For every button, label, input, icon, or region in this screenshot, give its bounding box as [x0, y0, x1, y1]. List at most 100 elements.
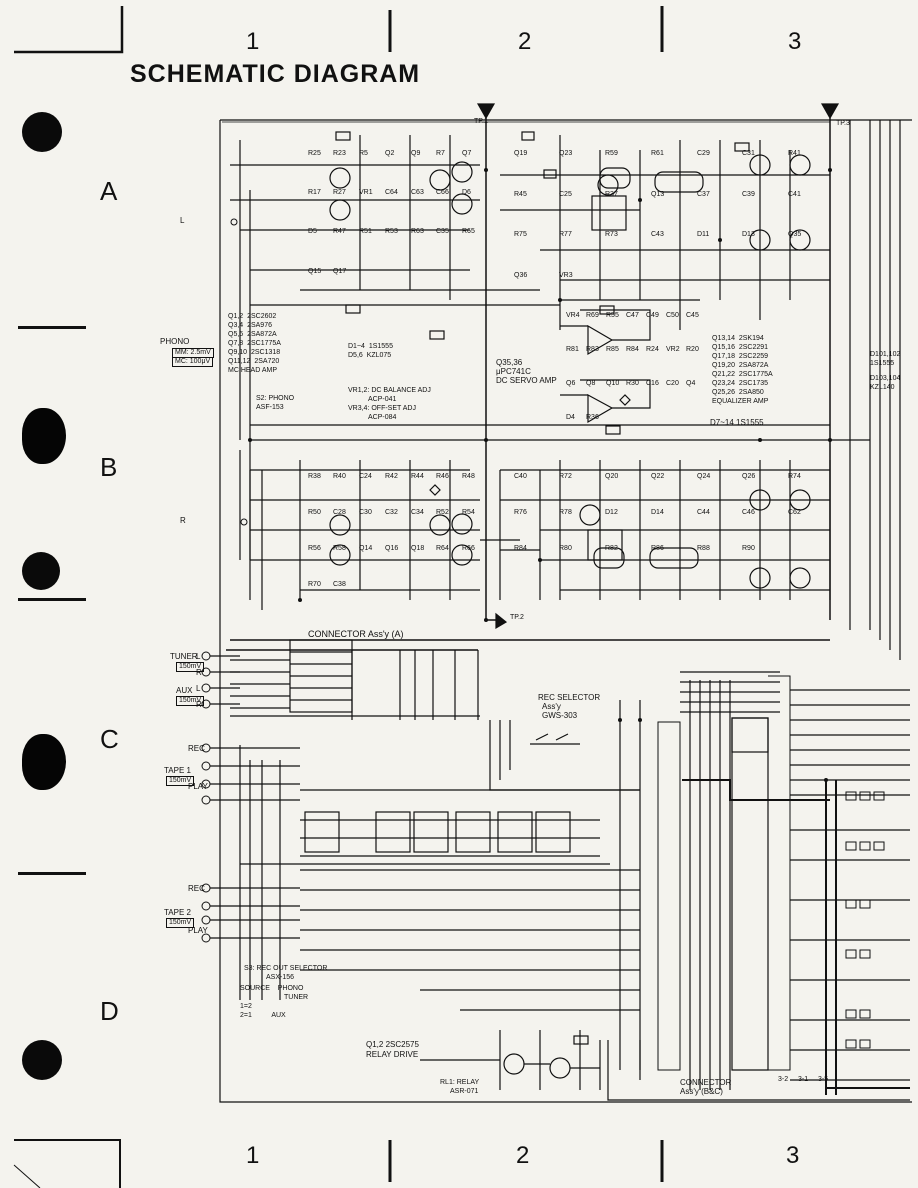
- component-ref-label: R88: [697, 545, 710, 552]
- relay-label: RL1: RELAY ASR-071: [440, 1079, 480, 1095]
- aux-level: 150mV: [176, 696, 205, 706]
- component-ref-label: Q35: [788, 231, 802, 238]
- component-ref-label: Q2: [385, 150, 395, 157]
- component-ref-label: Q17: [333, 268, 347, 275]
- component-ref-label: R66: [462, 545, 475, 552]
- component-ref-label: R63: [411, 228, 424, 235]
- component-ref-label: VR2: [666, 346, 680, 353]
- tape2-label: TAPE 2: [164, 908, 191, 917]
- tuner-left-label: L: [196, 652, 201, 661]
- test-point-label: TP.2: [510, 614, 524, 621]
- component-ref-label: R74: [788, 473, 801, 480]
- tape1-level: 150mV: [166, 776, 195, 786]
- component-ref-label: Q22: [651, 473, 665, 480]
- component-ref-label: R85: [606, 346, 619, 353]
- relay-drive-label: Q1,2 2SC2575 RELAY DRIVE: [366, 1040, 419, 1059]
- component-ref-label: R75: [514, 231, 527, 238]
- component-ref-label: Q6: [566, 380, 576, 387]
- component-ref-label: D5: [308, 228, 317, 235]
- component-ref-label: Q8: [586, 380, 596, 387]
- component-ref-label: Q9: [411, 150, 421, 157]
- component-ref-label: R59: [605, 150, 618, 157]
- part-ref: Q1,2 2SC2602: [228, 313, 277, 320]
- component-ref-label: Q26: [742, 473, 756, 480]
- equalizer-amp-parts-list: Q13,14 2SK194 Q15,16 2SC2291 Q17,18 2SC2…: [712, 335, 773, 405]
- component-ref-label: R27: [333, 189, 346, 196]
- component-ref-label: C16: [646, 380, 659, 387]
- bottom-strip-label: 3-2: [778, 1076, 789, 1083]
- component-ref-label: Q7: [462, 150, 472, 157]
- part-ref: Q11,12 2SA720: [228, 358, 280, 365]
- component-ref-label: C41: [788, 191, 801, 198]
- component-ref-label: R37: [605, 191, 618, 198]
- component-ref-label: R36: [586, 414, 599, 421]
- tuner-level: 150mV: [176, 662, 205, 672]
- tape2-play-label: PLAY: [188, 926, 208, 935]
- component-ref-label: R72: [559, 473, 572, 480]
- component-ref-label: Q18: [411, 545, 425, 552]
- component-ref-label: R51: [359, 228, 372, 235]
- component-ref-label: Q14: [359, 545, 373, 552]
- component-ref-label: R90: [742, 545, 755, 552]
- column-number-1-bottom: 1: [246, 1142, 260, 1169]
- component-ref-label: C62: [788, 509, 801, 516]
- row-letter-c: C: [100, 724, 119, 754]
- component-ref-label: R55: [606, 312, 619, 319]
- margin-tick: [18, 872, 86, 875]
- component-ref-label: R70: [308, 581, 321, 588]
- component-ref-label: Q16: [385, 545, 399, 552]
- selector-legend: SOURCE PHONO TUNER 1=2 2=1 AUX: [240, 985, 309, 1019]
- component-ref-label: D12: [605, 509, 618, 516]
- component-ref-label: Q19: [514, 150, 528, 157]
- phono-left-label: L: [180, 216, 185, 225]
- row-letter-d: D: [100, 996, 119, 1026]
- component-ref-label: VR4: [566, 312, 580, 319]
- tape1-rec-label: REC: [188, 744, 205, 753]
- component-ref-label: D11: [697, 231, 710, 238]
- row-letter-a: A: [100, 176, 118, 206]
- margin-tick: [18, 598, 86, 601]
- adjustments-list: VR1,2: DC BALANCE ADJ ACP-041 VR3,4: OFF…: [348, 387, 431, 421]
- tape2-rec-label: REC: [188, 884, 205, 893]
- component-ref-label: C25: [559, 191, 572, 198]
- component-ref-label: R24: [646, 346, 659, 353]
- tape2-level: 150mV: [166, 918, 195, 928]
- component-ref-label: R83: [586, 346, 599, 353]
- component-ref-label: R41: [788, 150, 801, 157]
- component-ref-label: R77: [559, 231, 572, 238]
- component-ref-label: VR1: [359, 189, 373, 196]
- mc-head-amp-diodes: D1~4 1S1555 D5,6 KZL075: [348, 343, 393, 359]
- aux-right-label: R: [196, 700, 202, 709]
- component-ref-label: C38: [333, 581, 346, 588]
- component-ref-label: R53: [385, 228, 398, 235]
- bottom-strip-label: 3-1: [798, 1076, 809, 1083]
- component-ref-label: C32: [385, 509, 398, 516]
- margin-tick: [18, 326, 86, 329]
- component-ref-label: C20: [666, 380, 679, 387]
- component-ref-label: C63: [411, 189, 424, 196]
- binder-hole-3: [22, 552, 60, 590]
- phono-right-label: R: [180, 516, 186, 525]
- component-ref-label: R86: [651, 545, 664, 552]
- mc-head-amp-parts-list: Q1,2 2SC2602 Q3,4 2SA976 Q5,6 2SA872A Q7…: [228, 312, 281, 375]
- component-ref-label: C50: [666, 312, 679, 319]
- component-ref-label: R56: [308, 545, 321, 552]
- component-ref-label: R25: [308, 150, 321, 157]
- component-ref-label: Q20: [605, 473, 619, 480]
- component-ref-label: Q23: [559, 150, 573, 157]
- component-ref-label: Q10: [606, 380, 620, 387]
- component-ref-label: R73: [605, 231, 618, 238]
- component-ref-label: Q15: [308, 268, 322, 275]
- aux-input-label: AUX: [176, 686, 193, 695]
- component-ref-label: R5: [359, 150, 368, 157]
- component-ref-label: R82: [605, 545, 618, 552]
- component-ref-label: C35: [436, 228, 449, 235]
- component-ref-label: R54: [462, 509, 475, 516]
- component-ref-label: R80: [559, 545, 572, 552]
- component-ref-label: R42: [385, 473, 398, 480]
- component-ref-label: R40: [333, 473, 346, 480]
- component-ref-label: Q4: [686, 380, 696, 387]
- component-ref-label: C34: [411, 509, 424, 516]
- column-number-3-bottom: 3: [786, 1142, 800, 1169]
